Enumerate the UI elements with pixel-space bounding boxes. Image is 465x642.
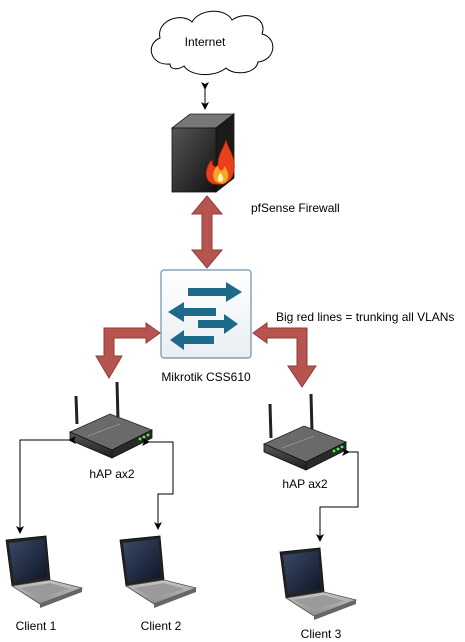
client2-link: [142, 438, 174, 530]
client1-label: Client 1: [16, 619, 57, 633]
trunk-link-switch-ap-right: [252, 322, 317, 388]
laptop-icon: [279, 547, 358, 620]
cloud-icon: [150, 10, 274, 75]
client2-label: Client 2: [141, 619, 182, 633]
trunk-link-firewall-switch: [190, 195, 224, 269]
laptop-icon: [119, 535, 198, 608]
trunk-legend: Big red lines = trunking all VLANs: [276, 310, 454, 324]
wireless-router-icon: [69, 381, 153, 459]
internet-label: Internet: [185, 35, 226, 49]
ap-left-label: hAP ax2: [89, 467, 134, 481]
trunk-link-switch-ap-left: [95, 322, 161, 379]
client3-label: Client 3: [301, 627, 342, 641]
switch-icon: [160, 269, 252, 359]
ap-right-label: hAP ax2: [282, 477, 327, 491]
firewall-icon: [170, 113, 236, 193]
client3-link: [316, 448, 359, 542]
client1-link: [16, 436, 76, 534]
laptop-icon: [5, 535, 84, 608]
wireless-router-icon: [263, 393, 347, 471]
firewall-label: pfSense Firewall: [251, 201, 340, 215]
switch-label: Mikrotik CSS610: [161, 370, 251, 384]
